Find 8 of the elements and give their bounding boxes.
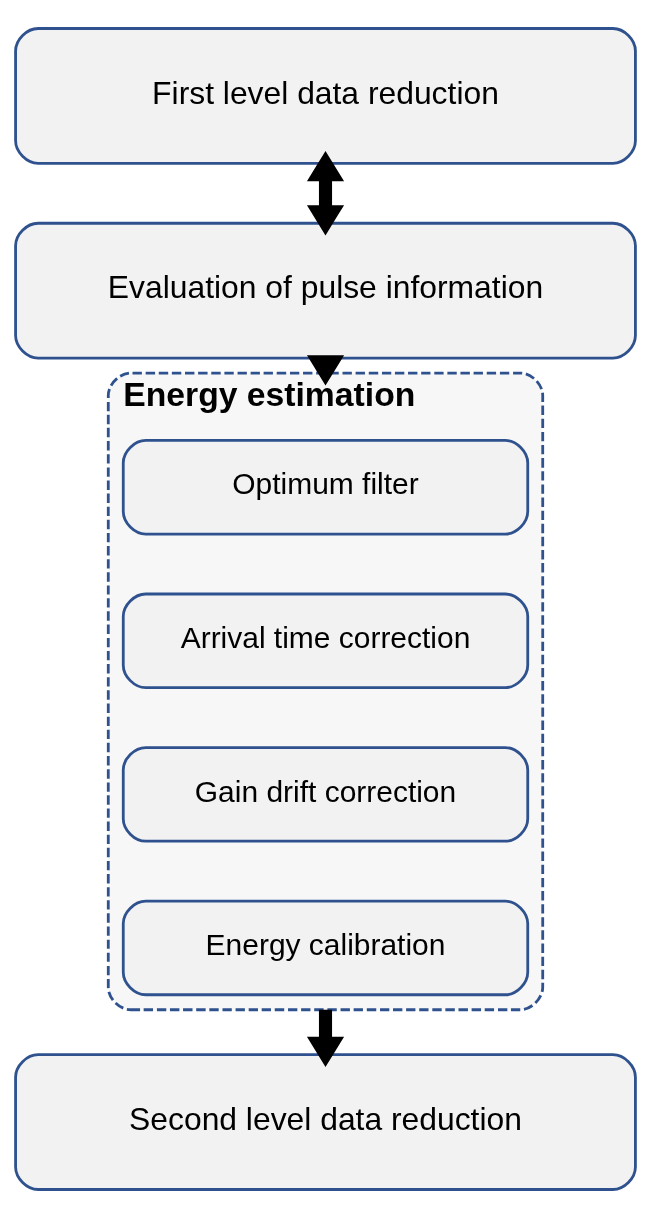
node-box: Optimum filter [121,438,530,535]
node-box: Arrival time correction [121,592,530,689]
node-box: Gain drift correction [121,745,530,843]
node-box: Second level data reduction [14,1052,637,1191]
arrow [306,1009,345,1067]
arrow [306,150,345,235]
node-box: Energy calibration [121,899,530,996]
node-box: First level data reduction [14,26,637,165]
